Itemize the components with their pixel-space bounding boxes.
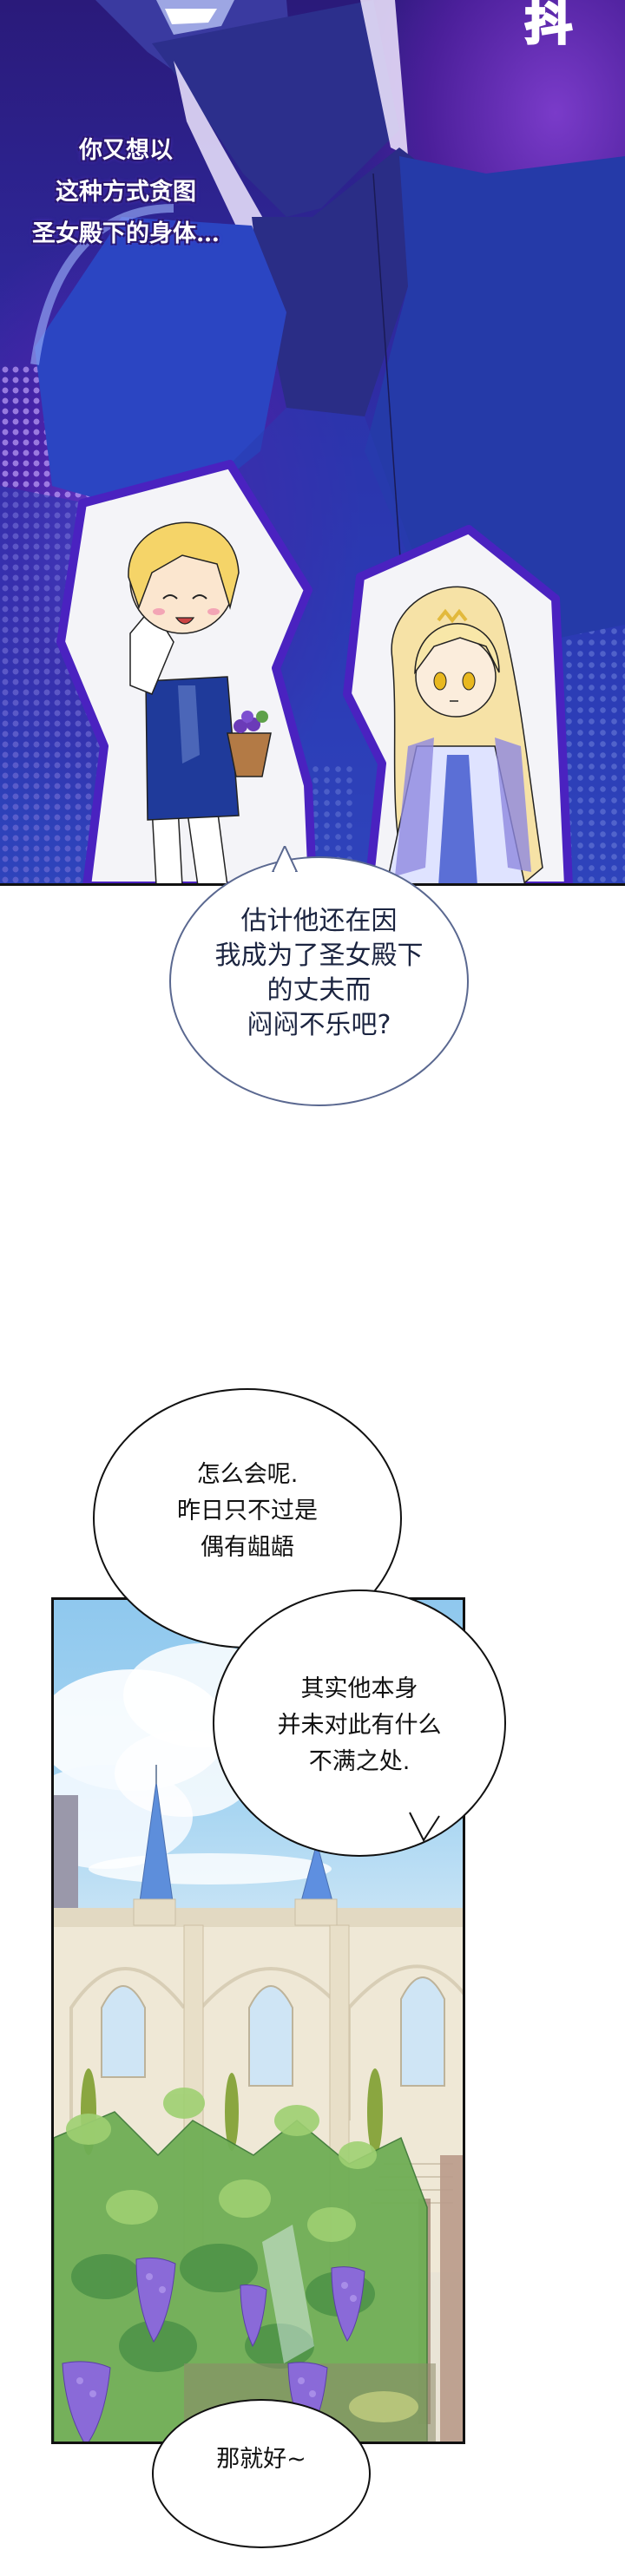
narration-line: 圣女殿下的身体… bbox=[32, 220, 220, 247]
panel-dark-closeup: 抖 你又想以 这种方式贪图 圣女殿下的身体… bbox=[0, 0, 625, 886]
bubble-line: 其实他本身 bbox=[300, 1675, 418, 1702]
bubble-line: 闷闷不乐吧? bbox=[247, 1010, 391, 1040]
bubble-line: 的丈夫而 bbox=[266, 975, 372, 1006]
bubble-line: 估计他还在因 bbox=[240, 906, 398, 936]
speech-bubble: 那就好~ bbox=[152, 2399, 371, 2548]
narration-text: 你又想以 这种方式贪图 圣女殿下的身体… bbox=[9, 130, 243, 255]
bubble-tail bbox=[409, 1812, 440, 1843]
bubble-line: 怎么会呢. bbox=[196, 1461, 299, 1488]
bubble-line: 我成为了圣女殿下 bbox=[214, 941, 424, 971]
speech-bubble: 估计他还在因 我成为了圣女殿下 的丈夫而 闷闷不乐吧? bbox=[169, 856, 469, 1106]
bubble-line: 并未对此有什么 bbox=[277, 1712, 442, 1739]
bubble-tail bbox=[271, 846, 299, 872]
narration-line: 你又想以 bbox=[79, 137, 173, 164]
bubble-line: 那就好~ bbox=[216, 2445, 306, 2473]
vineyard-scene-illustration bbox=[54, 1643, 463, 2442]
bubble-line: 不满之处. bbox=[308, 1748, 411, 1775]
narration-line: 这种方式贪图 bbox=[56, 179, 196, 206]
speech-bubble: 其实他本身 并未对此有什么 不满之处. bbox=[213, 1590, 506, 1857]
bubble-line: 偶有龃龉 bbox=[201, 1534, 294, 1561]
chibi-inset-illustration bbox=[56, 460, 573, 883]
bubble-line: 昨日只不过是 bbox=[177, 1498, 318, 1524]
sound-effect-fragment: 抖 bbox=[524, 0, 574, 52]
